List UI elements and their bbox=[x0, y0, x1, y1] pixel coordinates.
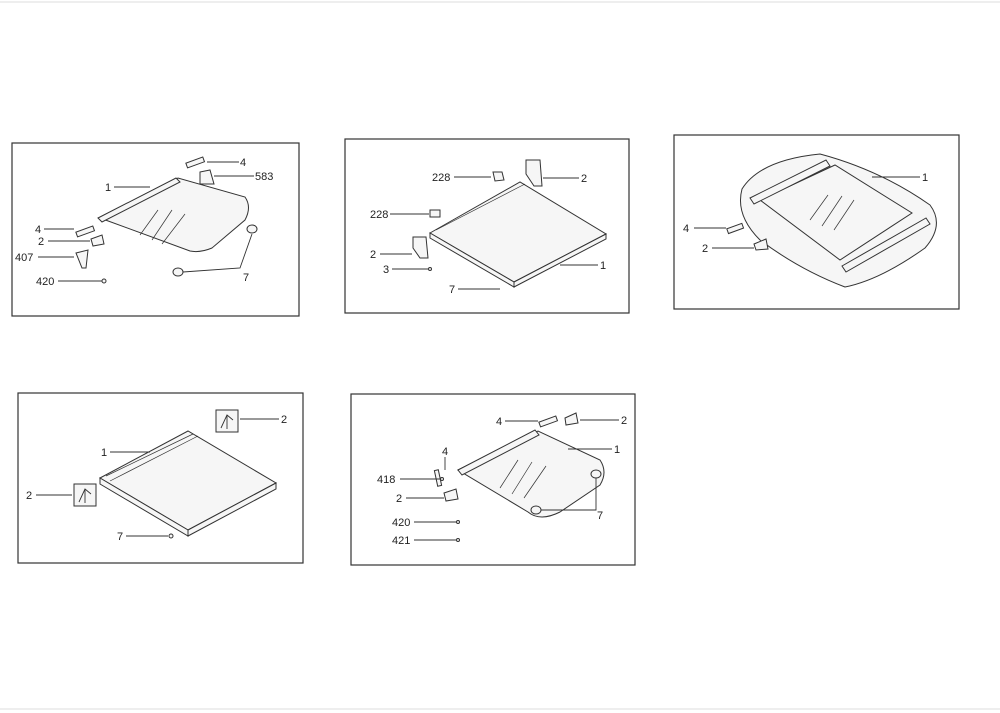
bracket-part bbox=[443, 488, 459, 502]
latch-part bbox=[412, 236, 429, 259]
callout-407: 407 bbox=[15, 252, 33, 264]
seal-part bbox=[590, 469, 602, 479]
pin-part bbox=[428, 267, 432, 271]
glass-reflection bbox=[511, 461, 533, 495]
bracket-part bbox=[90, 234, 105, 247]
callout-7: 7 bbox=[449, 284, 455, 296]
callout-420: 420 bbox=[36, 276, 54, 288]
callout-4: 4 bbox=[240, 157, 246, 169]
callout-420: 420 bbox=[392, 517, 410, 529]
callout-2: 2 bbox=[281, 414, 287, 426]
panel-1-glass bbox=[98, 177, 249, 253]
clip-part bbox=[456, 538, 460, 542]
panel-1-hinge-strip bbox=[97, 177, 181, 223]
callout-418: 418 bbox=[377, 474, 395, 486]
bracket-part bbox=[564, 412, 579, 426]
clip-part bbox=[456, 520, 460, 524]
cap-part bbox=[199, 169, 215, 185]
panel-2: 228 2 228 2 3 1 7 bbox=[344, 138, 630, 314]
glass-reflection bbox=[833, 199, 855, 231]
callout-2: 2 bbox=[370, 249, 376, 261]
leader-line bbox=[182, 233, 253, 273]
panel-5: 4 2 1 4 418 2 7 420 421 bbox=[350, 393, 636, 566]
callout-421: 421 bbox=[392, 535, 410, 547]
callout-1: 1 bbox=[105, 182, 111, 194]
callout-2: 2 bbox=[38, 236, 44, 248]
latch-part bbox=[525, 159, 543, 187]
callout-1: 1 bbox=[101, 447, 107, 459]
seal-part bbox=[172, 267, 184, 277]
clip-part bbox=[492, 171, 505, 182]
callout-7: 7 bbox=[117, 531, 123, 543]
glass-reflection bbox=[161, 213, 186, 245]
pin-part bbox=[440, 477, 444, 481]
callout-4: 4 bbox=[442, 446, 448, 458]
glass-reflection bbox=[821, 195, 843, 227]
panel-3-glass bbox=[759, 164, 913, 261]
glass-reflection bbox=[809, 194, 829, 221]
callout-1: 1 bbox=[614, 444, 620, 456]
callout-4: 4 bbox=[683, 223, 689, 235]
glass-reflection bbox=[151, 209, 173, 241]
callout-3: 3 bbox=[383, 264, 389, 276]
callout-1: 1 bbox=[922, 172, 928, 184]
callout-228: 228 bbox=[432, 172, 450, 184]
callout-583: 583 bbox=[255, 171, 273, 183]
callout-2: 2 bbox=[26, 490, 32, 502]
screw-part bbox=[185, 156, 206, 169]
latch-part bbox=[75, 249, 89, 269]
bracket-part bbox=[753, 238, 769, 251]
glass-reflection bbox=[523, 465, 547, 499]
screw-part bbox=[538, 415, 559, 428]
seal-part bbox=[530, 505, 542, 515]
panel-3: 1 4 2 bbox=[673, 134, 960, 310]
callout-7: 7 bbox=[243, 272, 249, 284]
screw-part bbox=[75, 225, 96, 238]
screw-part bbox=[726, 222, 745, 235]
latch-symbol-icon bbox=[78, 488, 92, 503]
clip-part bbox=[168, 533, 174, 539]
seal-part bbox=[246, 224, 258, 234]
callout-2: 2 bbox=[396, 493, 402, 505]
leader-line bbox=[541, 478, 597, 511]
panel-1: 4 583 1 4 2 407 420 7 bbox=[11, 142, 300, 317]
callout-2: 2 bbox=[621, 415, 627, 427]
screw-part bbox=[433, 469, 443, 487]
callout-2: 2 bbox=[581, 173, 587, 185]
panel-5-hinge-strip bbox=[457, 429, 540, 476]
latch-symbol-icon bbox=[220, 414, 234, 429]
callout-4: 4 bbox=[496, 416, 502, 428]
board-groove bbox=[109, 435, 199, 482]
panel-2-board-edge bbox=[513, 233, 607, 288]
callout-4: 4 bbox=[35, 224, 41, 236]
clip-part bbox=[101, 278, 107, 284]
board-groove bbox=[105, 433, 194, 477]
panel-4: 2 1 2 7 bbox=[17, 392, 304, 564]
callout-228: 228 bbox=[370, 209, 388, 221]
panel-3-rail bbox=[841, 217, 931, 273]
glass-reflection bbox=[499, 459, 519, 489]
panel-3-rail bbox=[749, 159, 831, 205]
callout-1: 1 bbox=[600, 260, 606, 272]
callout-7: 7 bbox=[597, 510, 603, 522]
clip-part bbox=[429, 209, 441, 218]
board-groove bbox=[435, 183, 526, 231]
panel-4-board-edge bbox=[187, 482, 277, 537]
glass-reflection bbox=[139, 209, 159, 236]
callout-2: 2 bbox=[702, 243, 708, 255]
